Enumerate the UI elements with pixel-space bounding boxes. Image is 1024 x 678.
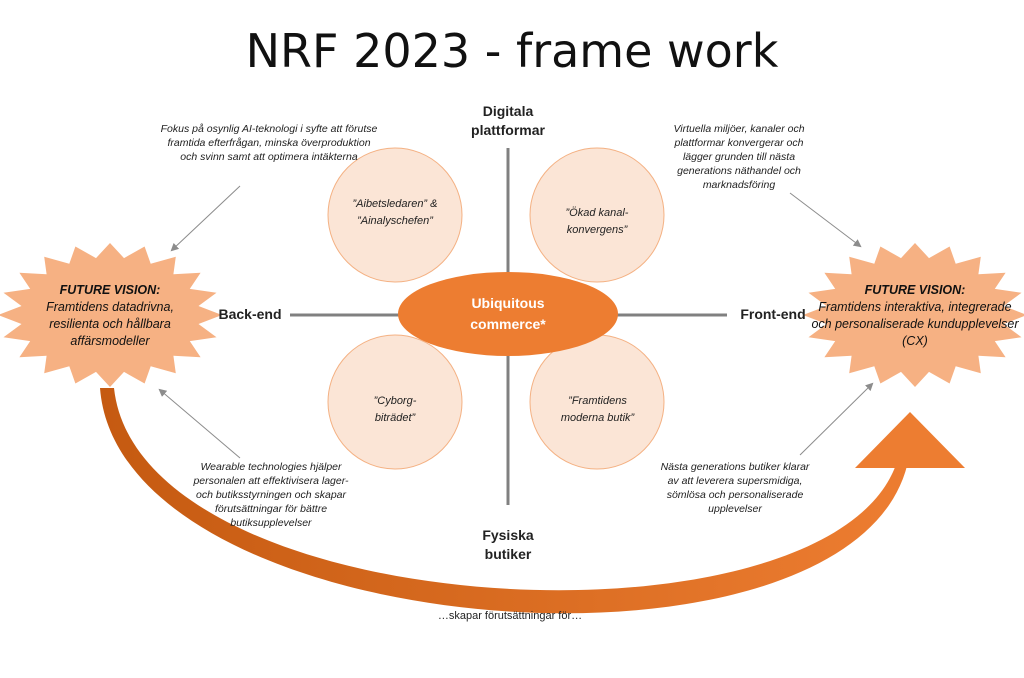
- petal-label-bottom-right: ”Framtidens moderna butik”: [560, 395, 635, 424]
- note-bottom-left: Wearable technologies hjälper personalen…: [193, 461, 349, 529]
- center-label: Ubiquitous commerce*: [470, 295, 546, 332]
- cycle-arrowhead: [855, 412, 965, 468]
- petal-top-left: [327, 147, 463, 283]
- starburst-left: [0, 243, 222, 387]
- petal-label-bottom-left: ”Cyborg-biträdet”: [373, 395, 417, 424]
- cycle-arrow: [100, 388, 910, 614]
- pointer-arrow: [158, 388, 241, 459]
- page-title: NRF 2023 - frame work: [245, 24, 779, 78]
- axis-label-bottom: Fysiska butiker: [482, 527, 534, 562]
- future-vision-left: FUTURE VISION: Framtidens datadrivna, re…: [45, 282, 175, 350]
- future-vision-text: Framtidens interaktiva, integrerade och …: [811, 300, 1019, 348]
- note-top-left: Fokus på osynlig AI-teknologi i syfte at…: [160, 123, 378, 163]
- axis-label-top: Digitala plattformar: [471, 103, 545, 138]
- pointer-arrow: [170, 185, 241, 252]
- note-top-right: Virtuella miljöer, kanaler och plattform…: [673, 123, 805, 191]
- future-vision-right: FUTURE VISION: Framtidens interaktiva, i…: [810, 282, 1020, 350]
- future-vision-heading: FUTURE VISION:: [864, 283, 966, 297]
- pointer-arrow: [799, 382, 874, 456]
- petal-bottom-left: [327, 334, 463, 470]
- petal-label-top-left: ”Aibetsledaren” & ”Ainalyschefen”: [352, 198, 438, 227]
- axis-label-right: Front-end: [740, 306, 806, 322]
- future-vision-text: Framtidens datadrivna, resilienta och hå…: [46, 300, 174, 348]
- cycle-label: …skapar förutsättningar för…: [437, 610, 583, 622]
- axis-label-left: Back-end: [218, 306, 282, 322]
- starburst-right: [803, 243, 1024, 387]
- future-vision-heading: FUTURE VISION:: [59, 283, 161, 297]
- petal-label-top-right: ”Ökad kanal-konvergens”: [565, 207, 629, 236]
- pointer-arrow: [789, 192, 862, 248]
- petal-top-right: [529, 147, 665, 283]
- center-ellipse: [398, 272, 618, 356]
- note-bottom-right: Nästa generations butiker klarar av att …: [660, 461, 810, 515]
